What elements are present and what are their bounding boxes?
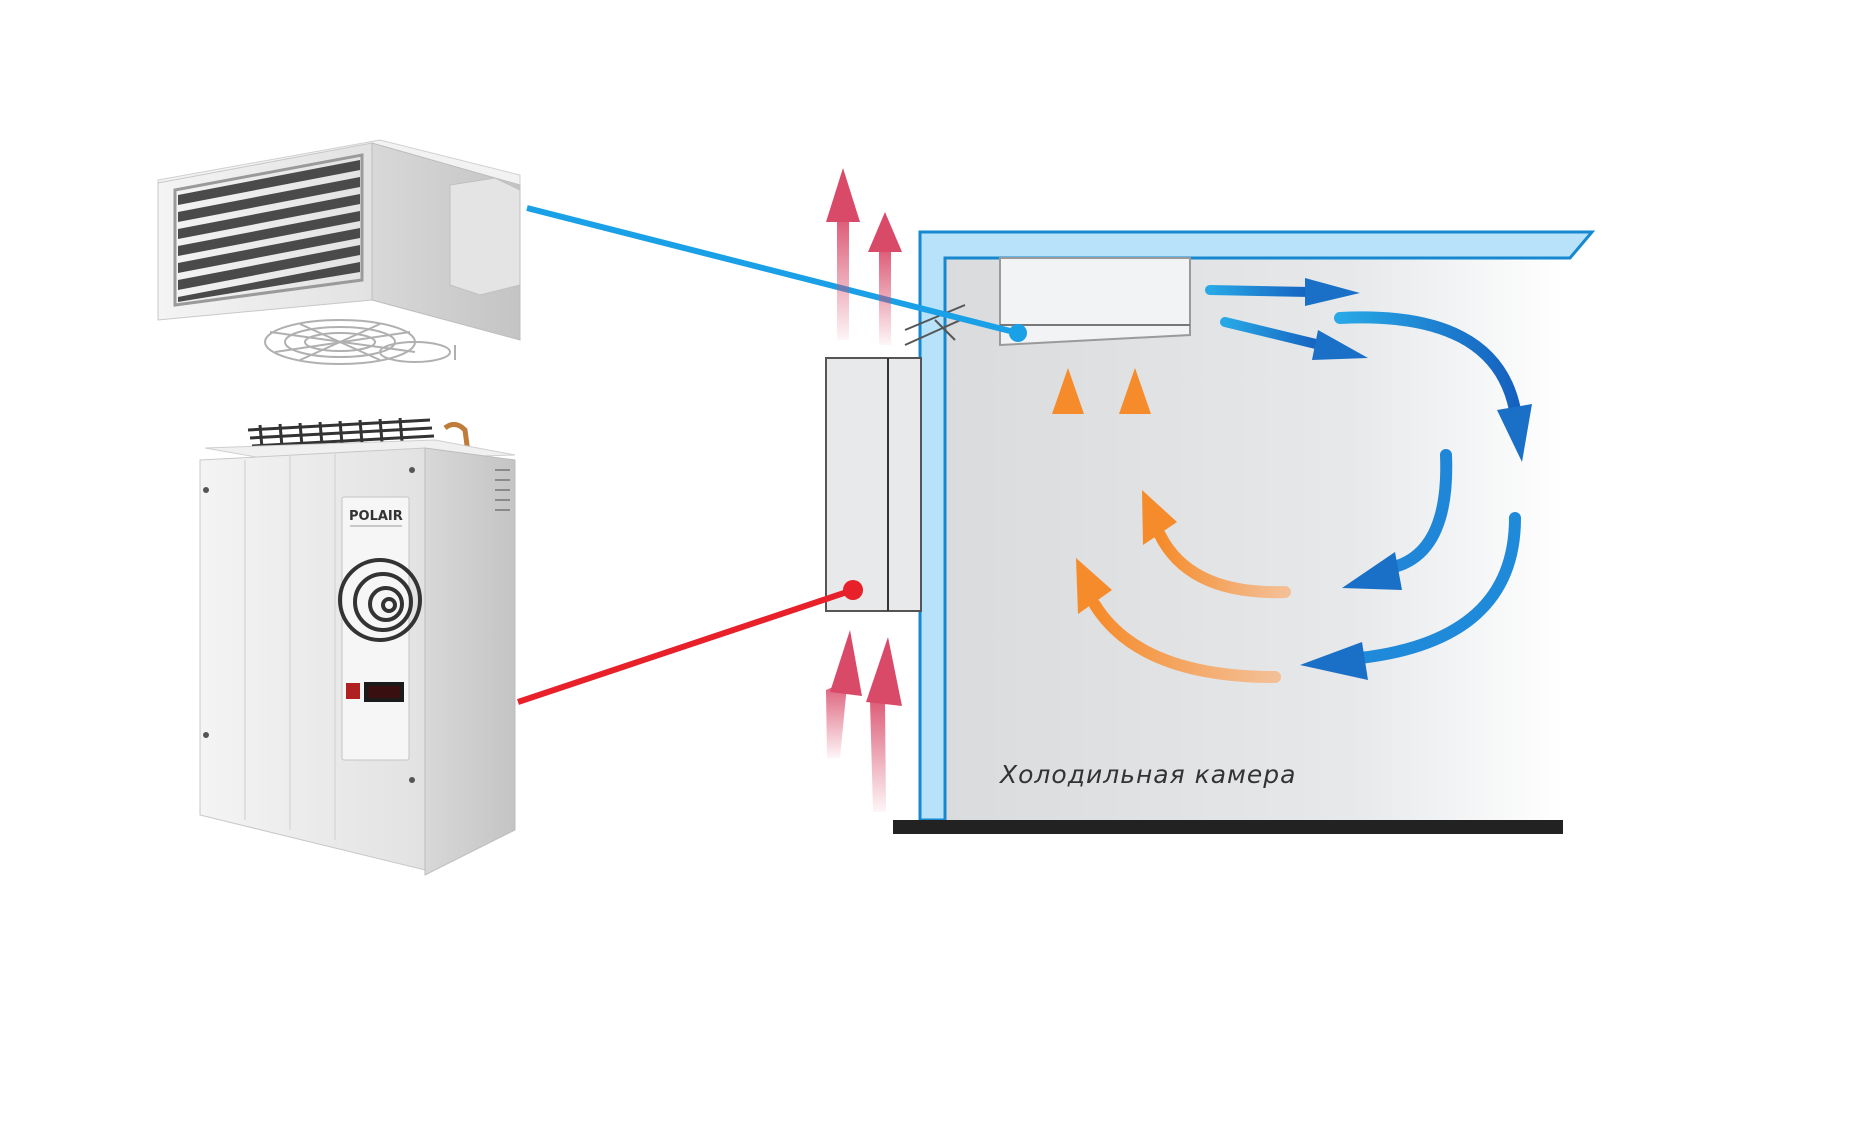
exhaust-arrow-up-icon	[868, 212, 902, 345]
condenser-coil-icon	[247, 417, 435, 449]
cold-arrow-curve-icon	[1342, 449, 1453, 590]
cold-arrow-right-icon	[1220, 317, 1368, 360]
brand-logo: POLAIR	[349, 509, 403, 524]
controller-display-icon	[346, 682, 404, 702]
hot-connection-line	[517, 580, 863, 705]
control-panel: POLAIR	[338, 496, 422, 761]
warm-arrow-curve-icon	[1076, 558, 1281, 683]
hot-exhaust-arrows	[826, 168, 902, 812]
cold-arrow-right-icon	[1205, 278, 1360, 306]
fan-guard-icon	[264, 319, 456, 365]
evaporator-schematic	[999, 257, 1191, 347]
condensing-unit-schematic	[825, 357, 922, 612]
warm-arrow-up-icon	[1052, 368, 1084, 516]
warm-air-arrows	[1052, 368, 1291, 683]
intake-arrow-up-icon	[866, 637, 902, 812]
room-label: Холодильная камера	[998, 760, 1296, 789]
evaporator-grille	[178, 160, 360, 302]
intake-arrow-up-icon	[826, 630, 862, 758]
fan-vent-icon	[338, 558, 422, 642]
warm-arrow-curve-icon	[1142, 490, 1291, 599]
warm-arrow-up-icon	[1119, 368, 1151, 471]
cold-chamber: Холодильная камера	[825, 230, 1596, 834]
cold-connection-line	[526, 205, 1027, 342]
cold-arrow-curve-icon	[1334, 311, 1532, 462]
condensing-unit-icon: POLAIR	[199, 417, 516, 876]
cold-air-arrows	[1205, 278, 1532, 680]
exhaust-arrow-up-icon	[826, 168, 860, 340]
cold-arrow-curve-icon	[1300, 512, 1521, 680]
evaporator-unit-icon	[157, 139, 521, 365]
floor	[893, 820, 1563, 834]
